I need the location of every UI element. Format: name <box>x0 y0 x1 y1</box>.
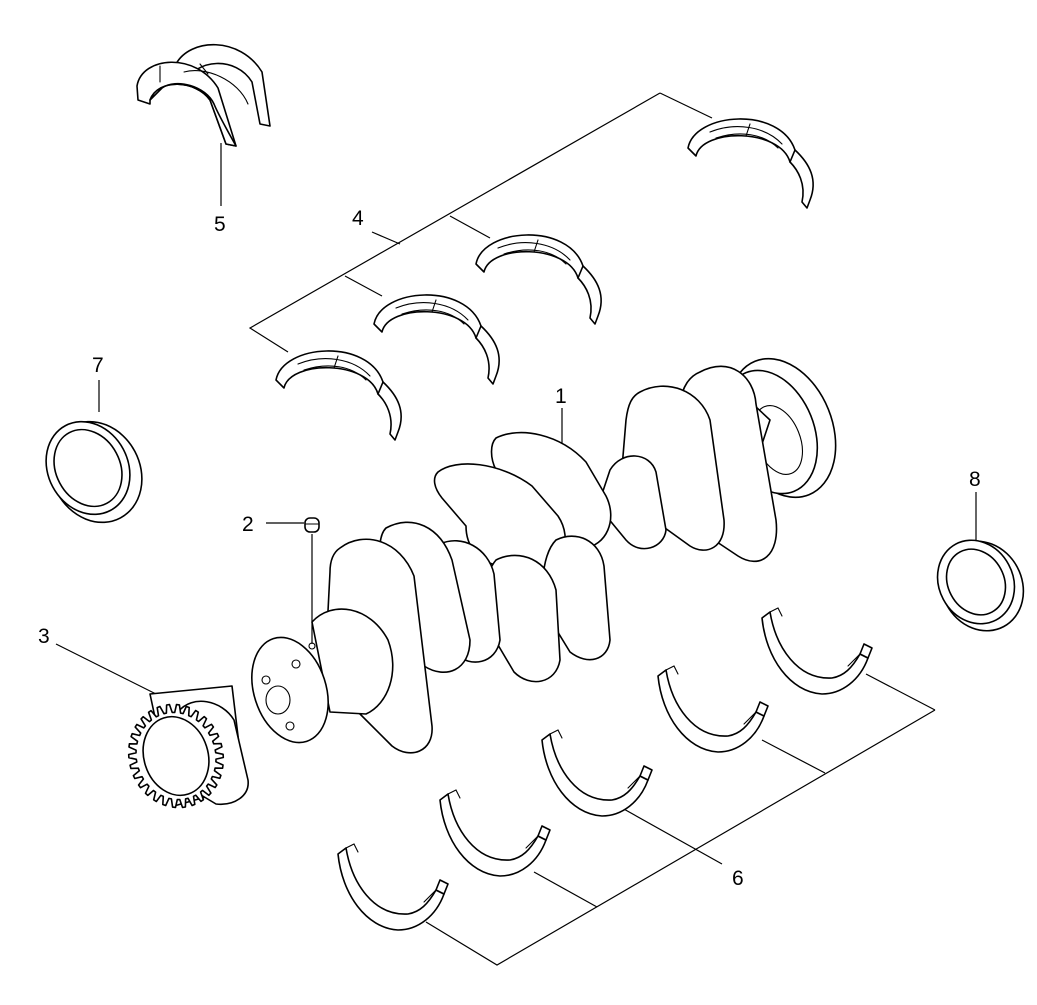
callout-2: 2 <box>242 513 254 536</box>
callout-7: 7 <box>92 354 104 377</box>
crankshaft-part-1 <box>251 357 837 754</box>
dowel-pin-part-2 <box>304 517 320 533</box>
front-seal-part-7 <box>45 420 143 524</box>
callout-5: 5 <box>214 213 226 236</box>
leader-group-6-spine <box>425 709 936 966</box>
callout-1: 1 <box>555 385 567 408</box>
callout-8: 8 <box>969 468 981 491</box>
crank-gear-part-3 <box>127 685 249 809</box>
leader-lines <box>55 92 977 966</box>
callout-3: 3 <box>38 625 50 648</box>
callout-6: 6 <box>732 867 744 890</box>
rear-seal-part-8 <box>936 539 1025 632</box>
leader-group-4-spine <box>248 92 661 353</box>
thrust-bearing-part-5 <box>136 43 271 147</box>
callout-4: 4 <box>352 207 364 230</box>
callout-labels: 1 2 3 4 5 6 7 8 <box>38 207 981 890</box>
